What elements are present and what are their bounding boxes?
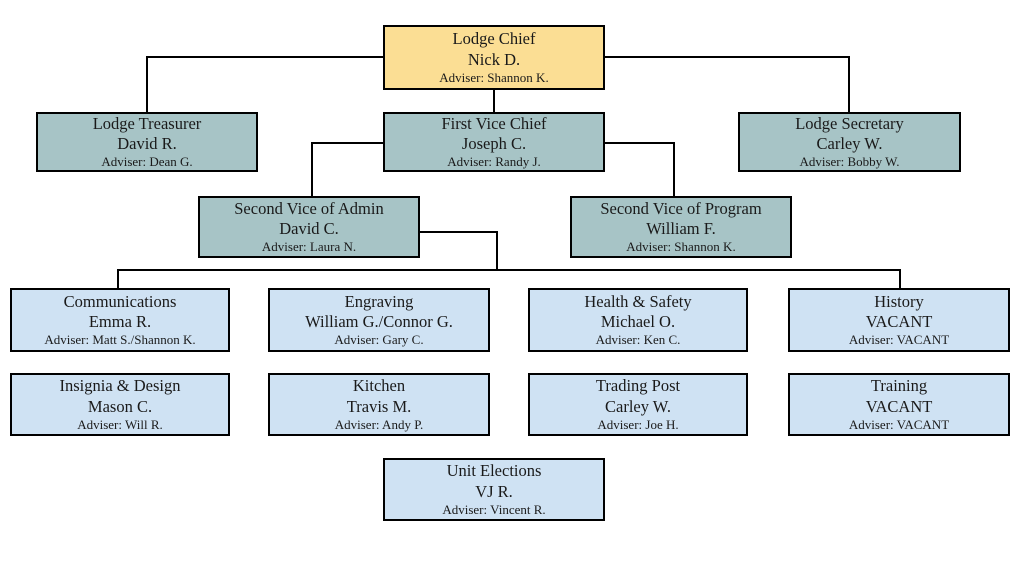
org-node-trading-post: Trading Post Carley W. Adviser: Joe H. <box>528 373 748 436</box>
connector-chief-to-first-vice-vertical <box>493 90 495 112</box>
node-person: Emma R. <box>88 312 152 332</box>
node-title: Engraving <box>344 291 414 311</box>
node-adviser: Adviser: Matt S./Shannon K. <box>44 332 196 348</box>
node-adviser: Adviser: Gary C. <box>334 332 424 348</box>
org-node-lodge-secretary: Lodge Secretary Carley W. Adviser: Bobby… <box>738 112 961 172</box>
connector-communications-drop-vertical <box>117 269 119 288</box>
node-person: David R. <box>117 134 177 154</box>
org-node-lodge-treasurer: Lodge Treasurer David R. Adviser: Dean G… <box>36 112 258 172</box>
node-adviser: Adviser: VACANT <box>848 332 950 348</box>
org-node-insignia-design: Insignia & Design Mason C. Adviser: Will… <box>10 373 230 436</box>
connector-first-vice-to-program-horizontal <box>605 142 675 144</box>
node-title: Health & Safety <box>584 291 692 311</box>
org-node-engraving: Engraving William G./Connor G. Adviser: … <box>268 288 490 352</box>
node-person: Joseph C. <box>461 134 527 154</box>
node-title: Lodge Treasurer <box>92 113 202 133</box>
node-adviser: Adviser: Will R. <box>77 416 163 432</box>
node-title: Training <box>870 376 928 396</box>
connector-chief-to-treasurer-vertical <box>146 56 148 112</box>
node-title: Kitchen <box>352 376 406 396</box>
node-adviser: Adviser: Ken C. <box>595 332 681 348</box>
org-node-second-vice-program: Second Vice of Program William F. Advise… <box>570 196 792 258</box>
node-person: William F. <box>646 219 716 239</box>
node-person: VACANT <box>865 312 933 332</box>
node-person: Mason C. <box>87 396 153 416</box>
node-person: Carley W. <box>816 134 883 154</box>
node-adviser: Adviser: Shannon K. <box>626 239 736 255</box>
node-adviser: Adviser: VACANT <box>848 416 950 432</box>
node-person: William G./Connor G. <box>305 312 453 332</box>
org-node-unit-elections: Unit Elections VJ R. Adviser: Vincent R. <box>383 458 605 521</box>
connector-committee-bus-horizontal <box>117 269 901 271</box>
node-title: Lodge Chief <box>452 29 536 49</box>
connector-history-drop-vertical <box>899 269 901 288</box>
org-node-lodge-chief: Lodge Chief Nick D. Adviser: Shannon K. <box>383 25 605 90</box>
connector-admin-to-committees-vertical <box>496 231 498 271</box>
node-person: Michael O. <box>600 312 676 332</box>
node-title: History <box>874 291 924 311</box>
connector-first-vice-to-program-vertical <box>673 142 675 196</box>
node-adviser: Adviser: Dean G. <box>101 154 193 170</box>
org-node-kitchen: Kitchen Travis M. Adviser: Andy P. <box>268 373 490 436</box>
connector-first-vice-to-admin-vertical <box>311 142 313 196</box>
node-title: Second Vice of Program <box>600 198 762 218</box>
org-node-history: History VACANT Adviser: VACANT <box>788 288 1010 352</box>
node-title: Lodge Secretary <box>795 113 904 133</box>
connector-chief-to-treasurer-horizontal <box>146 56 383 58</box>
org-node-health-safety: Health & Safety Michael O. Adviser: Ken … <box>528 288 748 352</box>
connector-first-vice-to-admin-horizontal <box>311 142 383 144</box>
node-title: Insignia & Design <box>59 376 181 396</box>
org-node-communications: Communications Emma R. Adviser: Matt S./… <box>10 288 230 352</box>
node-adviser: Adviser: Randy J. <box>447 154 541 170</box>
org-node-first-vice-chief: First Vice Chief Joseph C. Adviser: Rand… <box>383 112 605 172</box>
node-adviser: Adviser: Joe H. <box>597 416 679 432</box>
node-person: Nick D. <box>467 49 521 69</box>
node-person: David C. <box>279 219 339 239</box>
connector-admin-to-committees-horizontal <box>420 231 498 233</box>
node-adviser: Adviser: Laura N. <box>261 239 357 255</box>
node-person: Carley W. <box>605 396 671 416</box>
node-adviser: Adviser: Bobby W. <box>799 154 900 170</box>
node-person: VJ R. <box>475 481 513 501</box>
node-person: VACANT <box>865 396 933 416</box>
node-title: Communications <box>63 291 177 311</box>
connector-chief-to-secretary-vertical <box>848 56 850 112</box>
node-person: Travis M. <box>346 396 412 416</box>
node-title: First Vice Chief <box>441 113 547 133</box>
org-node-second-vice-admin: Second Vice of Admin David C. Adviser: L… <box>198 196 420 258</box>
node-title: Trading Post <box>595 376 681 396</box>
connector-chief-to-secretary-horizontal <box>605 56 850 58</box>
node-adviser: Adviser: Shannon K. <box>439 69 549 85</box>
node-title: Second Vice of Admin <box>234 198 384 218</box>
node-title: Unit Elections <box>446 461 542 481</box>
org-node-training: Training VACANT Adviser: VACANT <box>788 373 1010 436</box>
node-adviser: Adviser: Vincent R. <box>442 501 546 517</box>
node-adviser: Adviser: Andy P. <box>334 416 424 432</box>
